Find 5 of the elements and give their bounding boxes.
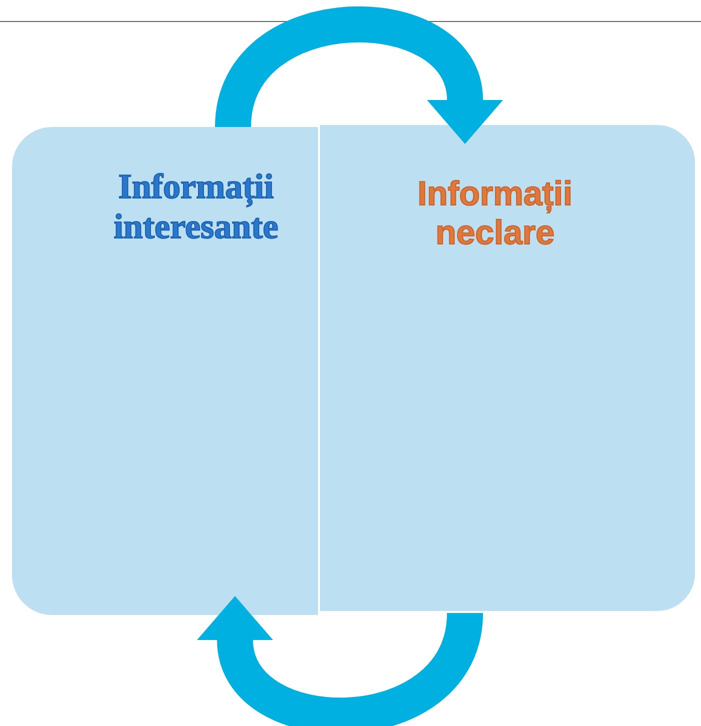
panel-heading: Informații interesante [112,167,280,248]
panel-heading: Informații neclare [416,175,574,254]
panel-box [12,127,318,615]
curved-arrow [215,6,502,144]
panel-box [318,123,697,613]
